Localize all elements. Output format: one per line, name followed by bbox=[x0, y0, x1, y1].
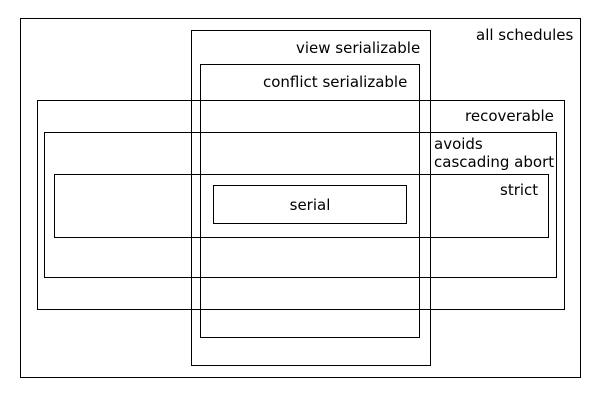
avoids-cascading-abort-label: avoids cascading abort bbox=[434, 135, 554, 171]
conflict-serializable-box bbox=[200, 64, 420, 338]
recoverable-label: recoverable bbox=[465, 107, 554, 125]
conflict-serializable-label: conflict serializable bbox=[263, 73, 408, 91]
strict-label: strict bbox=[500, 181, 539, 199]
view-serializable-label: view serializable bbox=[296, 39, 421, 57]
serial-box bbox=[213, 185, 407, 224]
avoids-cascading-abort-label-line1: avoids bbox=[434, 135, 483, 153]
recoverable-box bbox=[37, 100, 565, 310]
view-serializable-box bbox=[191, 30, 431, 366]
avoids-cascading-abort-box bbox=[44, 132, 557, 278]
all-schedules-box bbox=[20, 18, 581, 378]
avoids-cascading-abort-label-line2: cascading abort bbox=[434, 153, 555, 171]
all-schedules-label: all schedules bbox=[476, 26, 574, 44]
strict-box bbox=[54, 174, 549, 238]
serial-label: serial bbox=[289, 196, 331, 214]
